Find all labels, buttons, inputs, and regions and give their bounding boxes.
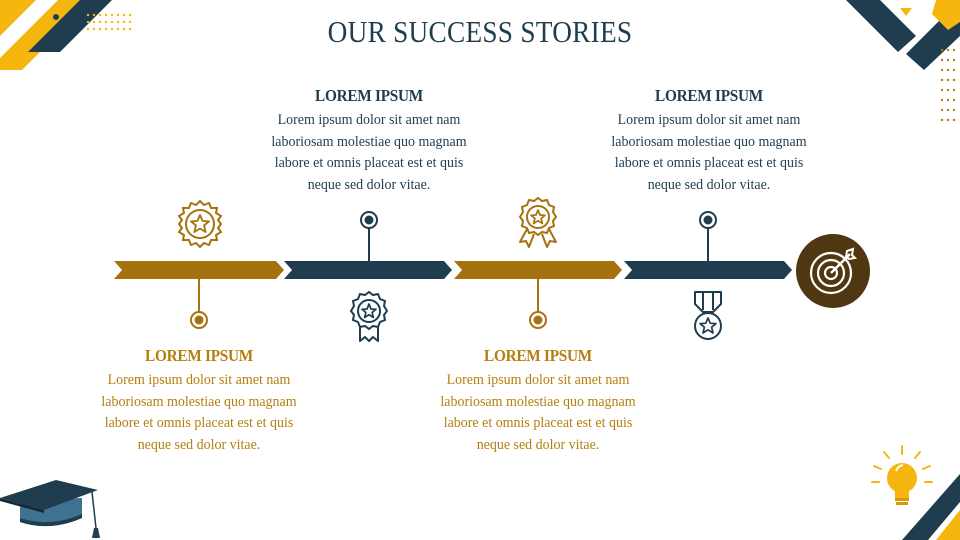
top-right-decoration bbox=[846, 0, 960, 122]
milestone-1-text: LOREM IPSUM Lorem ipsum dolor sit amet n… bbox=[79, 346, 319, 455]
milestone-4-text: LOREM IPSUM Lorem ipsum dolor sit amet n… bbox=[589, 86, 829, 195]
milestone-3-heading: LOREM IPSUM bbox=[484, 346, 592, 365]
milestone-4-heading: LOREM IPSUM bbox=[655, 86, 763, 105]
milestone-1-body: Lorem ipsum dolor sit amet nam laboriosa… bbox=[101, 371, 297, 453]
medal-icon bbox=[694, 291, 722, 340]
timeline-arrows bbox=[114, 261, 792, 279]
milestone-2-heading: LOREM IPSUM bbox=[315, 86, 423, 105]
timeline-segment-4 bbox=[624, 261, 792, 279]
milestone-4-body: Lorem ipsum dolor sit amet nam laboriosa… bbox=[611, 111, 807, 193]
award-badge-icon bbox=[349, 290, 389, 342]
ribbon-star-icon bbox=[518, 196, 558, 248]
timeline-segment-1 bbox=[114, 261, 284, 279]
page-title: OUR SUCCESS STORIES bbox=[327, 14, 633, 49]
timeline-segment-2 bbox=[284, 261, 452, 279]
graduation-cap-icon bbox=[0, 480, 100, 538]
milestone-2-text: LOREM IPSUM Lorem ipsum dolor sit amet n… bbox=[249, 86, 489, 195]
timeline-connectors bbox=[190, 211, 717, 329]
rosette-star-icon bbox=[177, 199, 223, 249]
top-left-decoration bbox=[0, 0, 132, 70]
lightbulb-icon bbox=[871, 445, 960, 540]
milestone-2-body: Lorem ipsum dolor sit amet nam laboriosa… bbox=[271, 111, 467, 193]
target-icon bbox=[796, 234, 870, 308]
milestone-1-heading: LOREM IPSUM bbox=[145, 346, 253, 365]
timeline-segment-3 bbox=[454, 261, 622, 279]
milestone-3-body: Lorem ipsum dolor sit amet nam laboriosa… bbox=[440, 371, 636, 453]
milestone-3-text: LOREM IPSUM Lorem ipsum dolor sit amet n… bbox=[418, 346, 658, 455]
